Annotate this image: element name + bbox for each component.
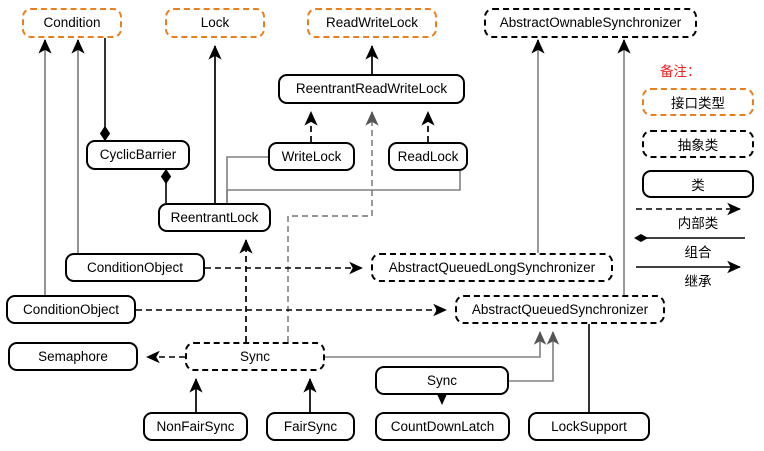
legend-relation-inner-class-label: 内部类	[677, 216, 719, 232]
node-label: AbstractQueuedSynchronizer	[471, 301, 649, 317]
node-label: ReentrantLock	[170, 209, 259, 225]
node-cyclicbarrier[interactable]: CyclicBarrier	[86, 140, 190, 170]
node-semaphore[interactable]: Semaphore	[8, 342, 138, 371]
node-reentrantlock[interactable]: ReentrantLock	[158, 203, 271, 232]
legend-item-label: 抽象类	[677, 138, 719, 154]
edge-sync-solid-to-abstractqueuedsynchronizer	[509, 331, 560, 382]
node-readlock[interactable]: ReadLock	[388, 142, 468, 171]
node-label: LockSupport	[551, 418, 627, 434]
node-readwritelock[interactable]: ReadWriteLock	[307, 8, 437, 38]
node-sync-abstract[interactable]: Sync	[185, 342, 325, 371]
node-label: AbstractOwnableSynchronizer	[499, 15, 682, 31]
node-locksupport[interactable]: LockSupport	[528, 412, 650, 441]
edge-sync-dashed-to-reentrantreadwritelock	[287, 110, 379, 342]
node-label: ReadLock	[397, 148, 459, 164]
node-abstractqueuedsynchronizer[interactable]: AbstractQueuedSynchronizer	[455, 295, 665, 324]
node-conditionobject-aqls[interactable]: ConditionObject	[65, 253, 205, 282]
node-writelock[interactable]: WriteLock	[268, 142, 355, 171]
node-label: AbstractQueuedLongSynchronizer	[388, 259, 596, 275]
edge-readlock-to-reentrantlock	[226, 171, 461, 203]
node-label: Condition	[43, 15, 101, 31]
node-label: WriteLock	[281, 148, 342, 164]
node-condition[interactable]: Condition	[22, 8, 122, 38]
legend-item-interface: 接口类型	[642, 88, 754, 116]
node-label: Sync	[239, 348, 270, 364]
node-label: NonFairSync	[156, 418, 235, 434]
legend-relation-composition-label: 组合	[684, 245, 712, 261]
node-label: ConditionObject	[22, 301, 120, 317]
node-label: Lock	[200, 15, 230, 31]
node-label: CountDownLatch	[390, 418, 495, 434]
node-label: Sync	[426, 372, 457, 388]
legend-item-label: 类	[691, 178, 705, 194]
legend-item-abstract: 抽象类	[642, 130, 754, 158]
node-abstractownablesynchronizer[interactable]: AbstractOwnableSynchronizer	[484, 8, 697, 38]
legend-item-class: 类	[642, 170, 754, 198]
node-label: CyclicBarrier	[99, 147, 177, 163]
edge-writelock-to-reentrantlock	[226, 156, 268, 203]
edge-sync-dashed-to-abstractqueuedsynchronizer	[325, 331, 547, 358]
node-conditionobject-aqs[interactable]: ConditionObject	[6, 295, 136, 324]
legend-relation-composition-line	[634, 234, 745, 242]
node-label: Semaphore	[38, 348, 108, 364]
node-label: ConditionObject	[86, 259, 184, 275]
node-sync-class[interactable]: Sync	[375, 366, 509, 395]
node-reentrantreadwritelock[interactable]: ReentrantReadWriteLock	[278, 74, 465, 104]
node-nonfairsync[interactable]: NonFairSync	[143, 412, 248, 441]
legend-item-label: 接口类型	[671, 96, 725, 112]
node-abstractqueuedlongsynchronizer[interactable]: AbstractQueuedLongSynchronizer	[371, 253, 613, 282]
legend-title: 备注：	[660, 64, 701, 80]
node-label: ReentrantReadWriteLock	[295, 81, 448, 97]
node-label: ReadWriteLock	[325, 15, 419, 31]
legend-relation-inheritance-label: 继承	[684, 274, 712, 290]
node-label: FairSync	[283, 418, 338, 434]
node-lock[interactable]: Lock	[165, 8, 265, 38]
node-countdownlatch[interactable]: CountDownLatch	[375, 412, 510, 441]
node-fairsync[interactable]: FairSync	[266, 412, 355, 441]
